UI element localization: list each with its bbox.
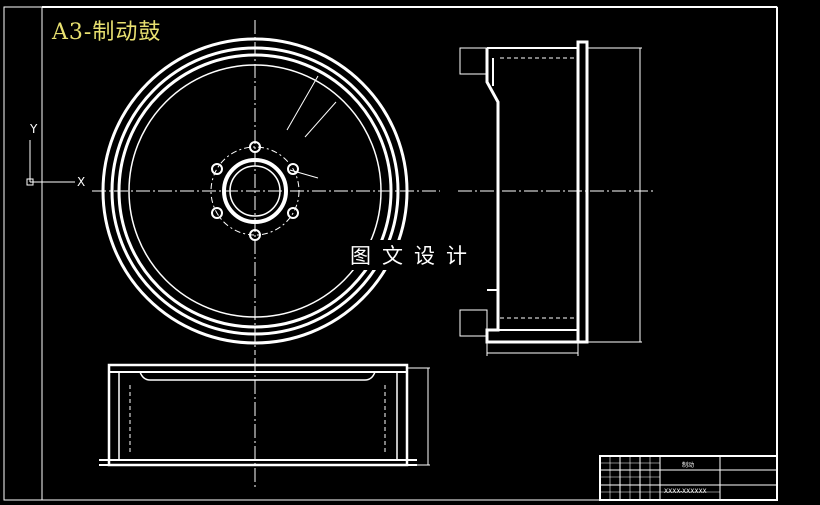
side-view-section xyxy=(459,40,642,356)
ucs-y-label: Y xyxy=(29,122,38,136)
front-view-centerlines xyxy=(92,20,440,355)
ucs-icon: Y X xyxy=(26,122,85,189)
bottom-view-drum xyxy=(99,363,430,467)
title-block xyxy=(599,455,778,501)
watermark-text: 图文设计 xyxy=(346,240,482,270)
title-block-code: XXXX-XXXXXX xyxy=(664,488,707,495)
drawing-frame xyxy=(3,6,778,501)
title-block-part-name: 制动 xyxy=(682,462,695,469)
drawing-title: A3-制动鼓 xyxy=(52,20,162,45)
ucs-x-label: X xyxy=(77,175,85,189)
